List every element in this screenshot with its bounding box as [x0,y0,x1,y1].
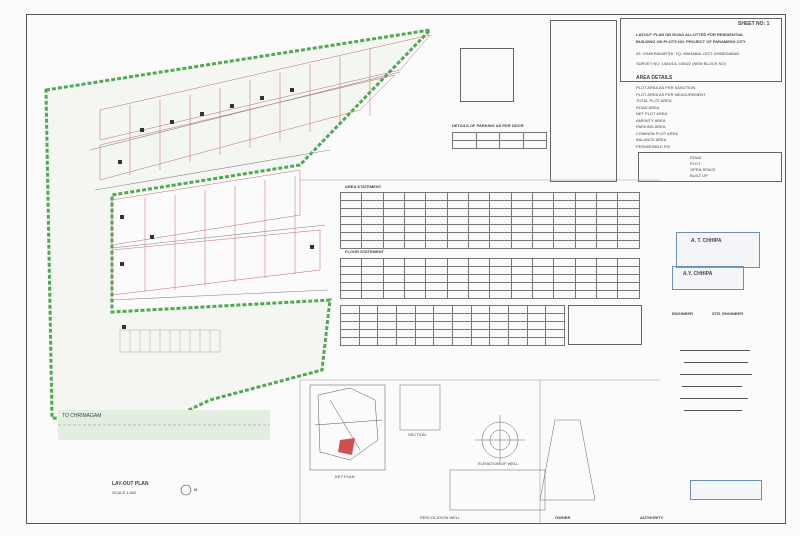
certificate-box [568,305,642,345]
title-line-1: LAYOUT PLAN ON ROAD ALLOTTED FOR RESIDEN… [636,32,744,37]
area-row: TOTAL PLOT AREA [636,98,672,103]
engineer-label: ENGINEER [672,311,693,316]
sheet-border [26,14,786,524]
handwritten-note [684,362,748,363]
architect-stamp-name: A.Y. CHHIPA [683,271,713,277]
site-address: AT: CHAKRAVARTHI, TQ: MAHABAL DIST: AHME… [636,51,740,56]
legend-open-space: OPEN SPACE [690,167,716,172]
title-block [620,18,782,82]
structural-stamp-name: A. T. CHHIPA [691,238,722,244]
area-row: BALANCE AREA [636,137,667,142]
floor-statement-title: FLOOR STATEMENT [345,249,384,254]
elevation-label: ELEVATION OF WELL [478,461,519,466]
handwritten-note [680,350,750,351]
legend-built-up: BUILT UP [690,173,708,178]
legend-box [638,152,782,182]
key-plan-label: KEY PLAN [335,474,355,479]
handwritten-note [680,374,752,375]
area-details-heading: AREA DETAILS [636,75,673,81]
plan-scale: SCALE 1:500 [112,490,137,495]
parking-table-title: DETAILS OF PARKING AS PER GDCR [452,123,524,128]
main-road-label: TO CHRIMAGAM [62,413,102,419]
engineer-stamp: A.Y. CHHIPA [672,266,744,290]
area-row: PLOT AREA AS PER SANCTION [636,85,696,90]
area-row: PARKING AREA [636,124,666,129]
plan-title: LAY-OUT PLAN [112,481,149,487]
upper-mid-table [550,20,617,182]
parking-table [452,132,547,149]
floor-statement-table [339,258,640,299]
unit-statement-table [340,305,565,346]
area-row: PERMISSIBLE FSI [636,143,671,149]
area-statement-table [339,192,640,249]
area-row: PLOT AREA AS PER MEASUREMENT [636,91,706,97]
legend-plot: PLOT [690,161,701,166]
area-statement-title: AREA STATEMENT [345,184,382,189]
handwritten-note [684,410,742,411]
area-row: COMMON PLOT AREA [636,130,678,136]
area-row: AMENITY AREA [636,117,666,123]
area-row: ROAD AREA [636,104,660,110]
area-row: NET PLOT AREA [636,111,668,116]
small-statement-box [460,48,514,102]
title-line-2: BUILDING ON PLOTS NO. PROJECT OF PARAMES… [636,39,746,44]
handwritten-note [682,386,742,387]
area-details-list: PLOT AREA AS PER SANCTION PLOT AREA AS P… [636,86,781,151]
section-label: SECTION [408,432,426,437]
sheet-number: SHEET NO: 1 [738,21,770,27]
authority-label: AUTHORITY [640,515,664,520]
percolation-label: PERCOLATION WELL [420,515,461,520]
legend-road: ROAD [690,155,702,160]
architect-stamp: A. T. CHHIPA [676,232,760,268]
bottom-right-stamp [690,480,762,500]
str-engineer-label: STR. ENGINEER [712,311,744,316]
owner-label: OWNER [555,515,571,520]
handwritten-note [680,398,748,399]
north-arrow-icon: N [194,487,197,492]
survey-subtitle: SURVEY NO. 1084/1A, 1084/2 (NEW BLOCK NO… [636,61,726,66]
